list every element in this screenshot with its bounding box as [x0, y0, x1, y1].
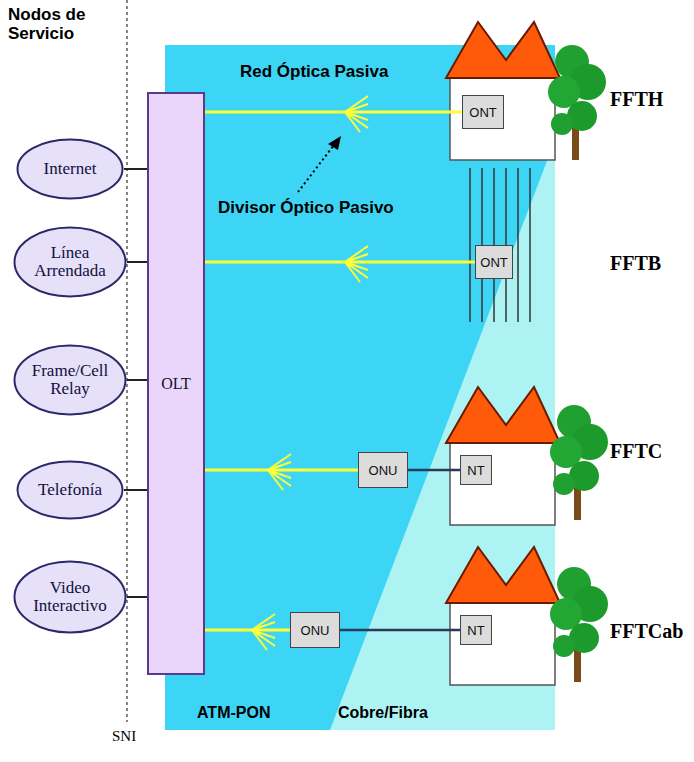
connector-line — [205, 469, 358, 472]
access-type-label: FFTH — [610, 88, 663, 111]
node-text: ONU — [369, 463, 398, 478]
fiber-link — [205, 112, 462, 113]
service-node: Frame/Cell Relay — [13, 344, 127, 416]
optical-splitter — [252, 96, 368, 650]
ont-box: ONT — [462, 95, 504, 129]
node-text: Internet — [44, 160, 97, 178]
network-label: ATM-PON — [197, 704, 270, 722]
connector-line — [124, 489, 147, 491]
fiber-link — [205, 630, 290, 631]
service-node: Internet — [16, 138, 124, 200]
node-text: OLT — [161, 375, 191, 393]
callout-label: Divisor Óptico Pasivo — [218, 198, 394, 218]
copper-link — [127, 380, 147, 381]
onu-box: ONU — [358, 452, 408, 488]
access-type-label: FFTB — [610, 252, 661, 275]
house — [446, 22, 560, 160]
copper-link — [124, 169, 147, 170]
network-label: Cobre/Fibra — [338, 704, 428, 722]
nt-box: NT — [460, 615, 492, 645]
connector-line — [124, 168, 147, 170]
olt-box: OLT — [147, 92, 205, 675]
connector-line — [408, 469, 460, 472]
node-text: Video Interactivo — [26, 579, 114, 615]
access-type-label: FFTCab — [610, 620, 683, 643]
ellipse-shape — [15, 562, 126, 633]
ellipse-shape — [18, 462, 123, 519]
tree — [550, 405, 608, 520]
copper-link — [127, 262, 147, 263]
node-text: ONU — [301, 623, 330, 638]
connector-line — [205, 629, 290, 632]
node-text: Frame/Cell Relay — [26, 362, 114, 398]
connector-line — [205, 111, 462, 114]
node-text: NT — [467, 623, 484, 638]
ont-box: ONT — [475, 245, 513, 279]
fiber-link — [205, 470, 358, 471]
tree — [550, 567, 608, 682]
pointer-arrowhead — [328, 136, 341, 150]
copper-link — [124, 490, 147, 491]
onu-box: ONU — [290, 612, 340, 648]
connector-line — [205, 261, 475, 264]
service-node: Telefonía — [16, 460, 124, 520]
service-node: Línea Arrendada — [13, 226, 127, 298]
copper-link — [340, 630, 460, 631]
connector-line — [127, 596, 147, 598]
node-text: Línea Arrendada — [26, 244, 114, 280]
heading-label: Nodos de Servicio — [8, 6, 118, 43]
connector-line — [127, 261, 147, 263]
tree — [548, 45, 606, 160]
network-label: Red Óptica Pasiva — [240, 62, 388, 82]
node-text: ONT — [469, 105, 496, 120]
service-node: Video Interactivo — [13, 560, 127, 634]
interface-label: SNI — [112, 728, 136, 745]
copper-link — [127, 597, 147, 598]
node-text: NT — [467, 463, 484, 478]
pointer-arrow — [298, 145, 334, 192]
ellipse-shape — [18, 140, 123, 199]
house — [446, 387, 560, 525]
node-text: Telefonía — [38, 481, 102, 499]
building-risers — [470, 168, 530, 322]
connector-line — [127, 379, 147, 381]
node-text: ONT — [480, 255, 507, 270]
sni-boundary — [126, 0, 127, 722]
nt-box: NT — [460, 455, 492, 485]
copper-link — [408, 470, 460, 471]
connector-line — [340, 629, 460, 632]
ellipse-shape — [15, 346, 126, 415]
house — [446, 547, 560, 685]
fiber-link — [205, 262, 475, 263]
ellipse-shape — [15, 228, 126, 297]
access-type-label: FFTC — [610, 440, 662, 463]
